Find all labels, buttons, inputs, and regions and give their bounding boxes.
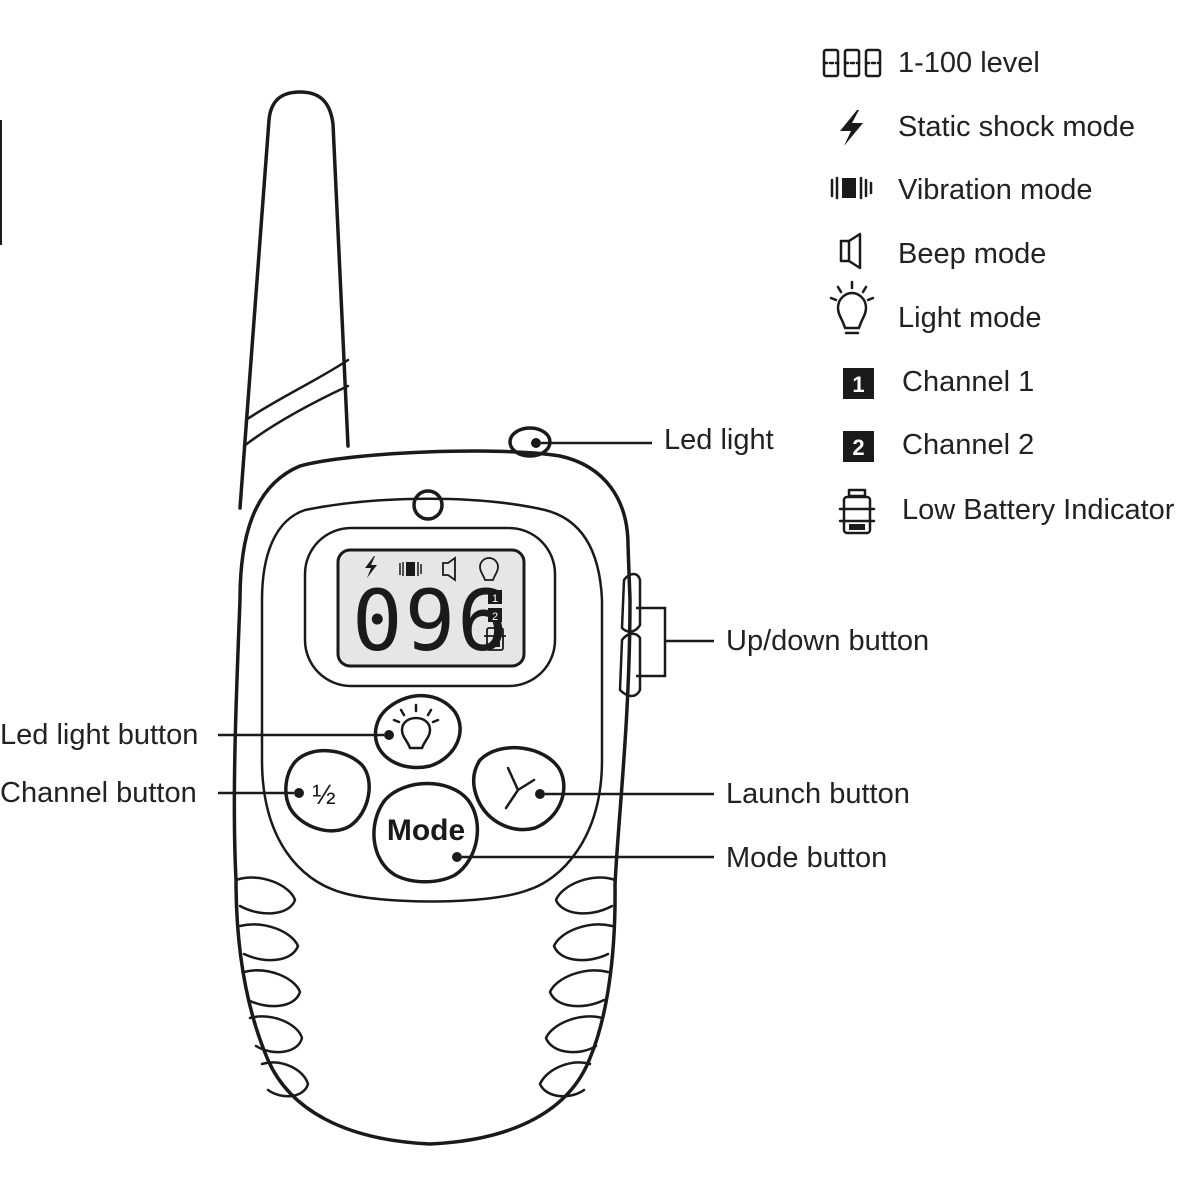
callout-mode-button: Mode button: [726, 842, 887, 874]
svg-text:2: 2: [852, 435, 864, 460]
callout-led-light-button: Led light button: [0, 719, 198, 751]
lcd-battery-indicator: [484, 627, 506, 651]
svg-text:1: 1: [492, 593, 498, 605]
legend-label-channel-2: Channel 2: [902, 429, 1034, 461]
device-body: [232, 449, 632, 1146]
lcd-vibration-icon: [399, 562, 422, 576]
launch-button[interactable]: [472, 746, 566, 832]
channel-1-icon: 1: [843, 368, 874, 399]
callouts: Led light Up/down button Led light butto…: [0, 424, 929, 874]
grip-ridges-left: [234, 876, 310, 1098]
svg-text:1: 1: [852, 372, 864, 397]
legend-label-beep: Beep mode: [898, 238, 1046, 270]
face-panel: [260, 497, 604, 903]
callout-up-down-button: Up/down button: [726, 625, 929, 657]
channel-2-icon: 2: [843, 431, 874, 462]
legend-label-vibration: Vibration mode: [898, 174, 1093, 206]
channel-button[interactable]: ½: [284, 749, 371, 833]
lcd-shock-icon: [365, 556, 377, 578]
lcd-level-readout: 096: [352, 572, 510, 670]
lcd-bezel: [303, 526, 557, 688]
lightning-bolt-icon: [840, 110, 863, 146]
up-button[interactable]: [620, 572, 642, 633]
antenna: [238, 90, 350, 510]
led-light-button[interactable]: [373, 694, 462, 770]
lcd-channel-1-indicator: 1: [488, 590, 502, 605]
legend-label-low-battery: Low Battery Indicator: [902, 494, 1175, 526]
svg-text:2: 2: [492, 611, 498, 623]
legend-label-level: 1-100 level: [898, 47, 1040, 79]
callout-led-light: Led light: [664, 424, 774, 456]
lcd-screen: [336, 548, 526, 668]
down-button[interactable]: [618, 632, 642, 698]
speaker-icon: [839, 232, 862, 270]
battery-icon: [838, 488, 876, 535]
bulb-icon: [829, 280, 875, 335]
legend-label-static-shock: Static shock mode: [898, 111, 1135, 143]
mode-button[interactable]: Mode: [372, 781, 480, 884]
callout-channel-button: Channel button: [0, 777, 197, 809]
remote-device: 096 1 2: [232, 90, 642, 1146]
lcd-channel-2-indicator: 2: [488, 608, 502, 623]
svg-text:Mode: Mode: [387, 814, 465, 847]
digits-icon: [822, 48, 882, 78]
legend: 1-100 level Static shock mode Vibration …: [822, 47, 1175, 535]
legend-label-light: Light mode: [898, 302, 1042, 334]
lcd-light-icon: [479, 557, 499, 581]
legend-label-channel-1: Channel 1: [902, 366, 1034, 398]
callout-launch-button: Launch button: [726, 778, 910, 810]
lcd-beep-icon: [442, 556, 456, 582]
top-sensor: [412, 489, 444, 521]
vibration-icon: [830, 176, 873, 200]
svg-text:½: ½: [312, 779, 335, 810]
grip-ridges-right: [538, 876, 617, 1098]
